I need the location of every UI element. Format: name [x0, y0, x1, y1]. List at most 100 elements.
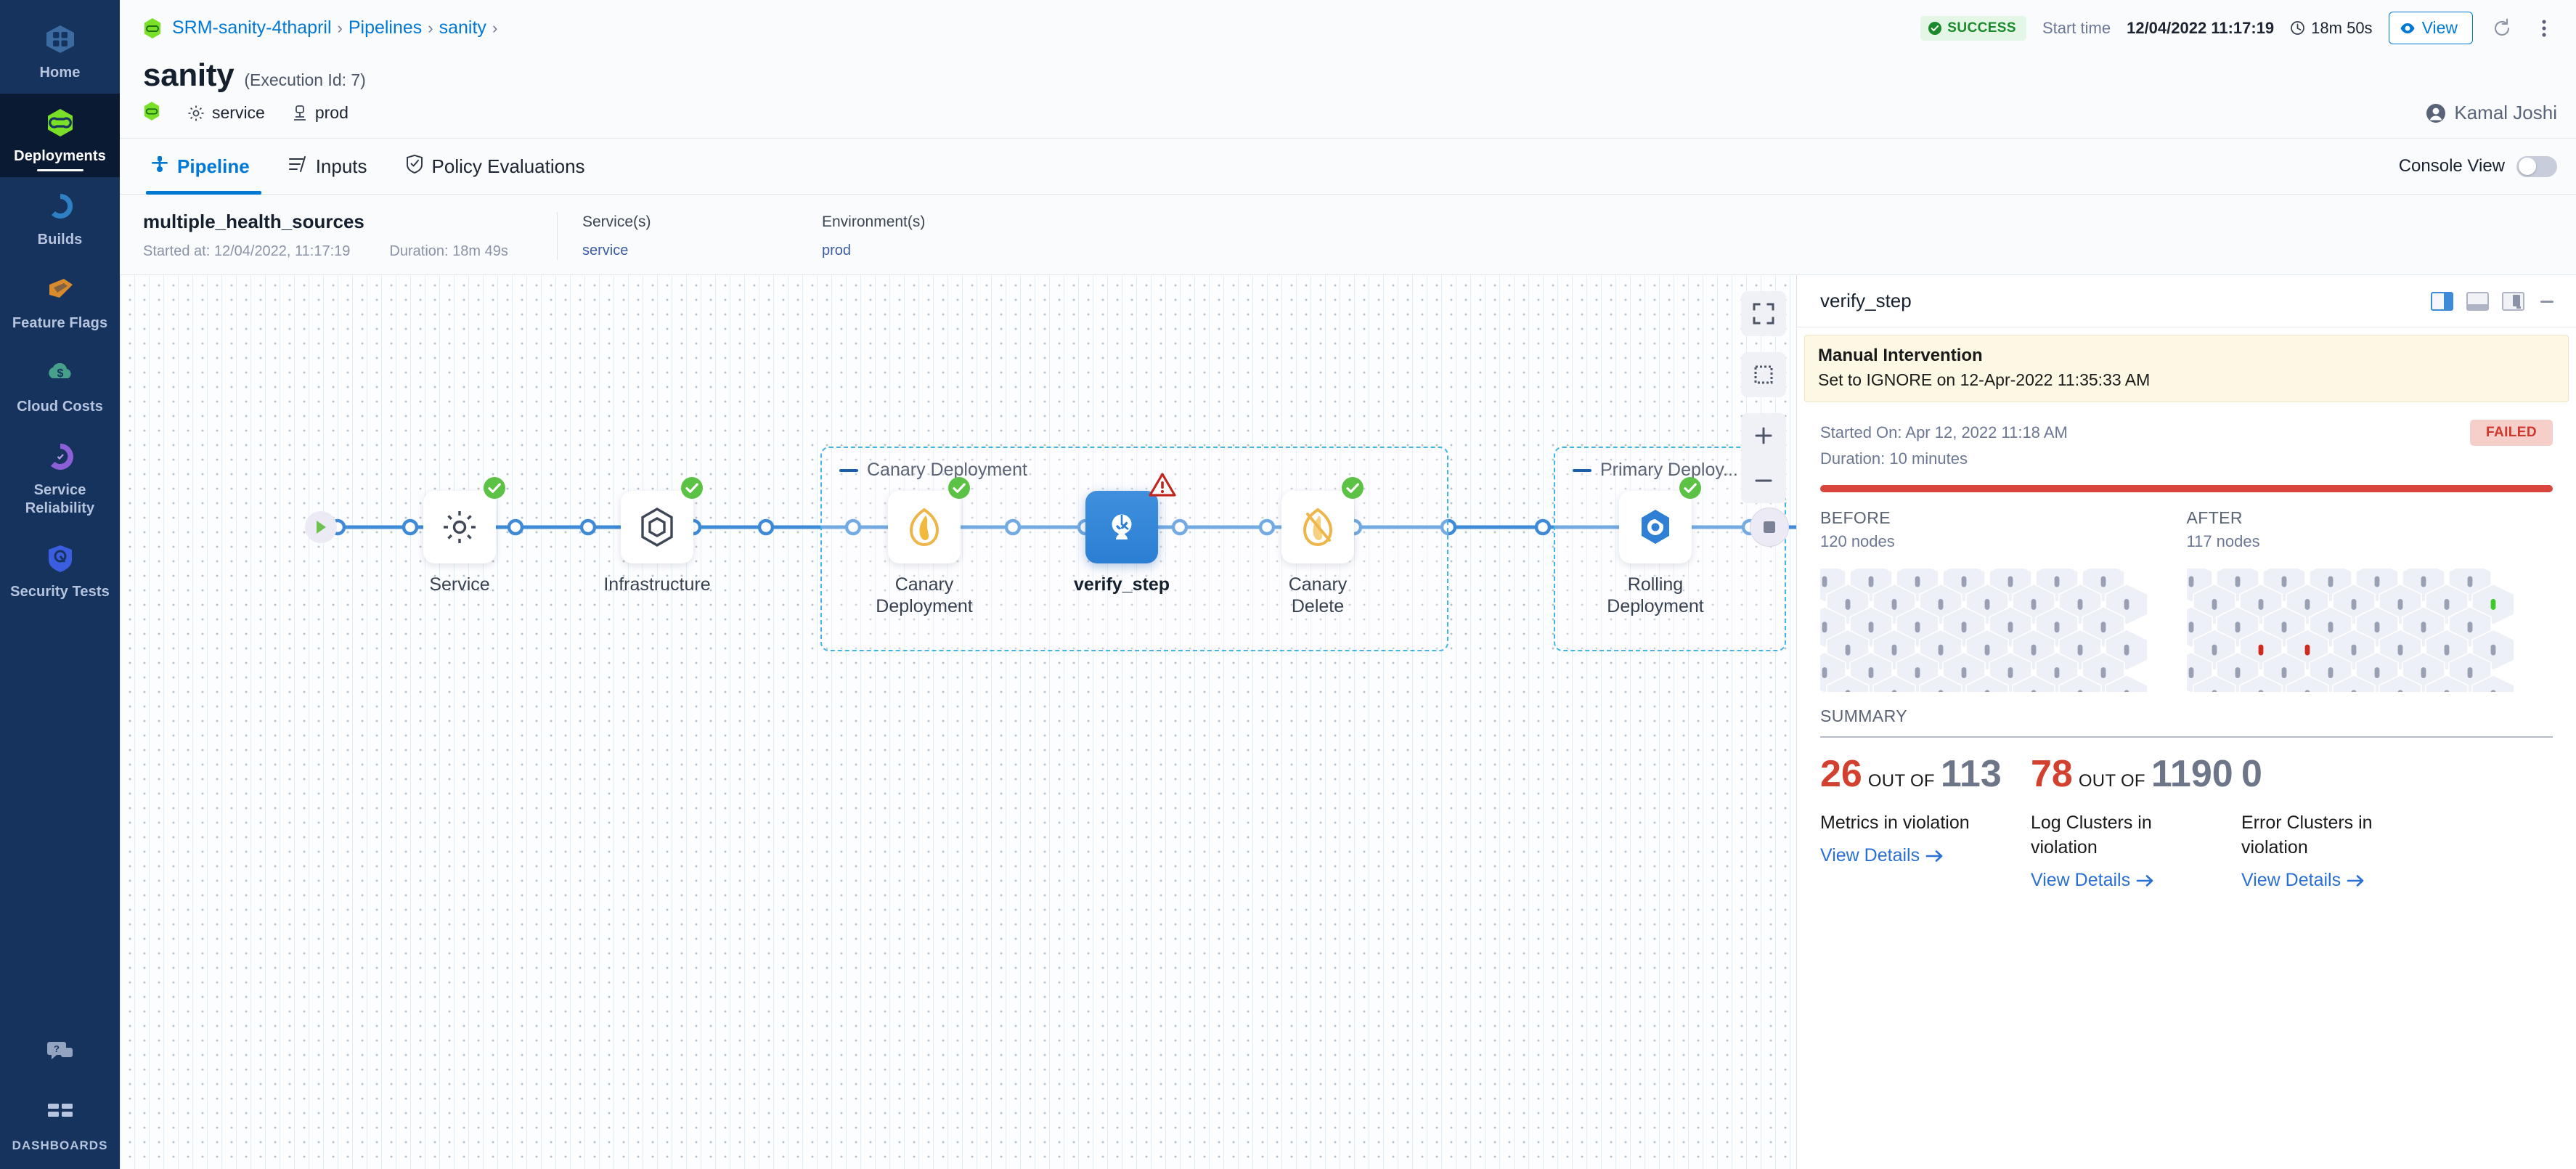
summary-card-metrics: 26 OUT OF 113 Metrics in violation View … [1820, 754, 2031, 891]
sidebar-item-builds[interactable]: Builds [0, 177, 120, 261]
tab-bar: Pipeline Inputs Policy Evaluations Conso… [120, 138, 2576, 195]
sidebar-item-feature-flags[interactable]: Feature Flags [0, 261, 120, 344]
console-view-switch[interactable] [2516, 155, 2557, 177]
sidebar-item-deployments[interactable]: Deployments [0, 94, 120, 177]
sidebar-item-dashboards[interactable]: DASHBOARDS [0, 1083, 120, 1169]
node-canary-delete[interactable]: Canary Delete [1281, 477, 1364, 617]
environments-column: Environment(s) prod [822, 211, 1061, 259]
health-progress-bar [1820, 485, 2553, 492]
stage-started-at: Started at: 12/04/2022, 11:17:19 [143, 243, 351, 259]
sidebar-item-label: Home [39, 65, 81, 81]
hex-grid-after [2186, 569, 2515, 692]
stage-summary-strip: multiple_health_sources Started at: 12/0… [120, 195, 2576, 275]
plus-icon [1755, 427, 1772, 444]
logs-total-count: 1190 [2151, 753, 2233, 795]
feature-flags-icon [41, 271, 79, 309]
sidebar-item-home[interactable]: Home [0, 10, 120, 94]
link-label: View Details [2031, 870, 2131, 890]
execution-body: Canary Deployment Primary Deploy... [120, 275, 2576, 1169]
sidebar-item-label: Builds [37, 232, 83, 248]
avatar [2426, 103, 2446, 123]
summary-section: SUMMARY 26 OUT OF 113 Metrics in violati… [1797, 692, 2576, 891]
breadcrumb-item-project[interactable]: SRM-sanity-4thapril [172, 17, 332, 38]
service-chip[interactable]: service [187, 103, 265, 123]
services-header: Service(s) [582, 213, 651, 230]
environments-value[interactable]: prod [822, 243, 852, 258]
status-badge: SUCCESS [1920, 15, 2026, 41]
node-label: Infrastructure [603, 574, 711, 595]
logs-description: Log Clusters in violation [2031, 812, 2152, 858]
stage-summary-left: multiple_health_sources Started at: 12/0… [143, 211, 550, 260]
status-badge-success [946, 475, 972, 501]
panel-bottom-icon[interactable] [2466, 291, 2489, 311]
services-value[interactable]: service [582, 243, 629, 258]
fit-to-screen-button[interactable] [1741, 291, 1786, 336]
home-icon [41, 20, 79, 58]
arrow-right-icon [2347, 874, 2364, 887]
check-circle-icon [1928, 21, 1942, 35]
node-box[interactable] [1281, 477, 1364, 563]
pipeline-canvas[interactable]: Canary Deployment Primary Deploy... [120, 275, 1796, 1169]
environment-chip[interactable]: prod [291, 103, 349, 123]
harness-mark-icon [143, 101, 160, 125]
sidebar-item-service-reliability[interactable]: Service Reliability [0, 428, 120, 529]
panel-right-icon[interactable] [2431, 291, 2453, 311]
logs-view-details-link[interactable]: View Details [2031, 870, 2155, 891]
sidebar-help-button[interactable]: ? [0, 1023, 120, 1083]
pipeline-end-node[interactable] [1750, 508, 1789, 547]
check-circle-icon [484, 477, 505, 499]
sidebar-item-security-tests[interactable]: Security Tests [0, 529, 120, 613]
manual-intervention-subtitle: Set to IGNORE on 12-Apr-2022 11:35:33 AM [1818, 370, 2151, 389]
breadcrumb-item-sanity[interactable]: sanity [439, 17, 486, 38]
expand-icon [1753, 303, 1774, 325]
page-title: sanity [143, 57, 235, 93]
node-label: Canary Delete [1288, 574, 1348, 616]
user-menu[interactable]: Kamal Joshi [2426, 102, 2557, 124]
hex-grid-before [1820, 569, 2148, 692]
select-area-button[interactable] [1741, 352, 1786, 397]
node-box[interactable] [888, 477, 970, 563]
collapse-dash-icon[interactable] [1573, 468, 1591, 472]
node-verify-step[interactable]: verify_step [1074, 473, 1176, 595]
harness-logo-icon [143, 17, 162, 39]
sidebar-item-label: DASHBOARDS [12, 1139, 108, 1152]
node-label: Service [429, 574, 490, 595]
sidebar-item-label: Security Tests [10, 584, 110, 600]
node-box[interactable] [621, 477, 703, 563]
dashboards-icon [41, 1093, 79, 1131]
minimize-icon[interactable] [2538, 292, 2560, 311]
start-time-value: 12/04/2022 11:17:19 [2127, 18, 2275, 37]
status-badge-success [1677, 475, 1703, 501]
out-of-label: OUT OF [2078, 771, 2145, 791]
gear-icon [444, 511, 476, 543]
refresh-icon[interactable] [2489, 15, 2515, 41]
node-box[interactable] [1619, 477, 1701, 563]
metrics-view-details-link[interactable]: View Details [1820, 845, 1944, 866]
zoom-in-button[interactable] [1741, 413, 1786, 458]
node-box[interactable] [423, 477, 505, 563]
node-infrastructure[interactable]: Infrastructure [603, 477, 711, 595]
breadcrumb-item-pipelines[interactable]: Pipelines [348, 17, 423, 38]
inputs-icon [288, 155, 308, 179]
errors-view-details-link[interactable]: View Details [2241, 870, 2365, 891]
node-box[interactable] [1085, 473, 1176, 563]
summary-cards: 26 OUT OF 113 Metrics in violation View … [1820, 738, 2553, 891]
tab-policy-evaluations[interactable]: Policy Evaluations [386, 139, 604, 194]
environments-header: Environment(s) [822, 213, 926, 230]
panel-float-icon[interactable] [2502, 291, 2524, 311]
pipeline-start-node[interactable] [305, 511, 337, 543]
sidebar-spacer [0, 613, 120, 1023]
tab-inputs[interactable]: Inputs [269, 139, 386, 194]
node-rolling-deployment[interactable]: Rolling Deployment [1607, 477, 1704, 617]
console-view-toggle[interactable]: Console View [2399, 155, 2557, 177]
zoom-out-button[interactable] [1741, 458, 1786, 503]
node-canary-deployment[interactable]: Canary Deployment [876, 477, 973, 617]
view-button[interactable]: View [2388, 12, 2473, 44]
flow-connectors [329, 518, 1796, 536]
tab-pipeline[interactable]: Pipeline [143, 139, 269, 195]
collapse-dash-icon[interactable] [839, 468, 858, 472]
sidebar-item-cloud-costs[interactable]: $ Cloud Costs [0, 344, 120, 428]
group-label-wrap: Primary Deploy... [1573, 460, 1738, 481]
more-vertical-icon[interactable] [2531, 15, 2557, 41]
node-service[interactable]: Service [423, 477, 505, 595]
